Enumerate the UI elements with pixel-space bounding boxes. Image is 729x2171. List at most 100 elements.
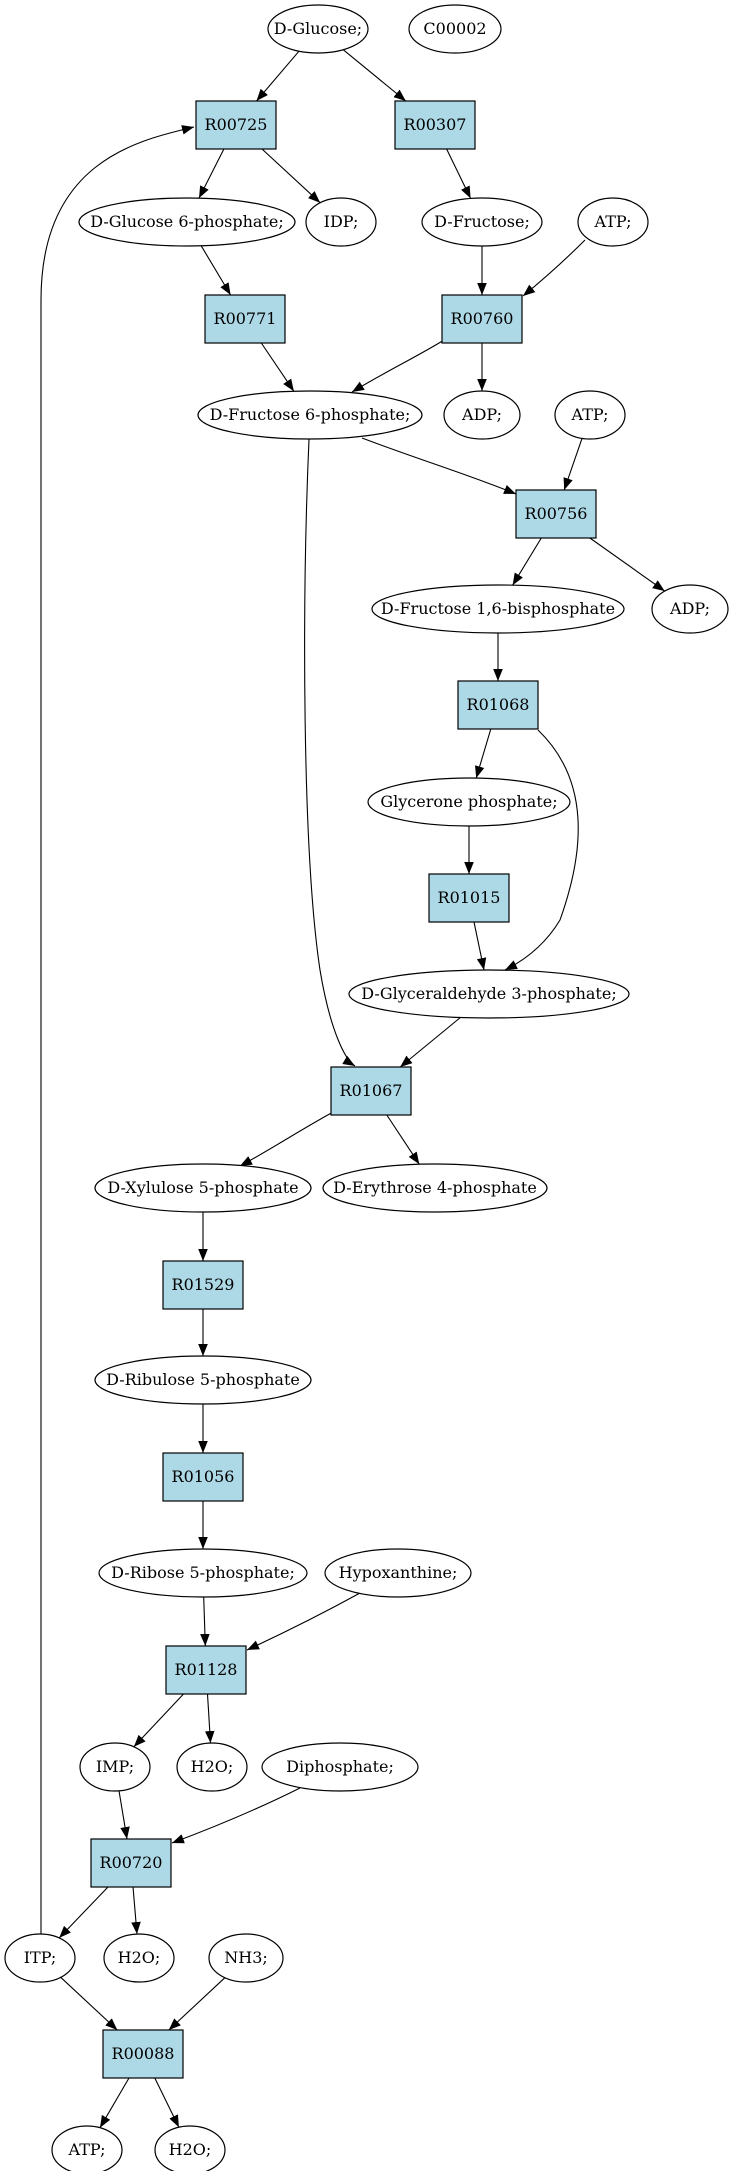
node-glycerone-p[interactable]: Glycerone phosphate; <box>367 777 571 827</box>
node-r00720[interactable]: R00720 <box>90 1838 172 1888</box>
node-idp[interactable]: IDP; <box>305 197 377 247</box>
reaction-box <box>102 2029 184 2079</box>
edge-nh3-to-r00088 <box>168 1977 226 2031</box>
node-d-erythrose-4p[interactable]: D-Erythrose 4-phosphate <box>322 1163 548 1213</box>
node-label: R00725 <box>205 115 268 134</box>
node-r00756[interactable]: R00756 <box>515 489 597 539</box>
node-r01068[interactable]: R01068 <box>457 680 539 730</box>
node-r00725[interactable]: R00725 <box>195 100 277 150</box>
edge-imp-to-r00720 <box>118 1790 130 1840</box>
node-adp-1[interactable]: ADP; <box>443 390 521 440</box>
node-label: R00088 <box>112 2044 175 2063</box>
node-r00771[interactable]: R00771 <box>204 294 286 344</box>
node-r00760[interactable]: R00760 <box>441 294 523 344</box>
edge-hypoxanthine-to-r01128 <box>246 1592 361 1651</box>
node-d-glucose-6p[interactable]: D-Glucose 6-phosphate; <box>78 197 296 247</box>
node-label: ITP; <box>24 1948 57 1967</box>
compound-ellipse <box>267 4 369 54</box>
node-label: R01015 <box>438 888 501 907</box>
node-nh3[interactable]: NH3; <box>208 1933 284 1983</box>
node-label: R00756 <box>525 504 588 523</box>
edge-r00771-to-d-fructose-6p <box>260 342 295 392</box>
node-d-xylulose-5p[interactable]: D-Xylulose 5-phosphate <box>94 1163 312 1213</box>
reaction-box <box>428 873 510 923</box>
node-r01015[interactable]: R01015 <box>428 873 510 923</box>
node-h2o-1[interactable]: H2O; <box>176 1742 248 1792</box>
node-label: D-Ribulose 5-phosphate <box>106 1370 300 1389</box>
node-d-fructose[interactable]: D-Fructose; <box>421 197 543 247</box>
compound-ellipse <box>651 584 729 634</box>
compound-ellipse <box>348 969 630 1019</box>
node-r01529[interactable]: R01529 <box>162 1260 244 1310</box>
node-d-ribulose-5p[interactable]: D-Ribulose 5-phosphate <box>94 1355 312 1405</box>
edge-r01128-to-h2o-1 <box>204 1693 215 1744</box>
node-hypoxanthine[interactable]: Hypoxanthine; <box>324 1548 472 1598</box>
reaction-box <box>515 489 597 539</box>
node-label: D-Xylulose 5-phosphate <box>107 1178 298 1197</box>
node-label: R01067 <box>340 1081 403 1100</box>
node-label: ATP; <box>68 2140 106 2159</box>
edge-d-ribose-5p-to-r01128 <box>200 1596 210 1647</box>
node-r01056[interactable]: R01056 <box>162 1452 244 1502</box>
edge-r00307-to-d-fructose <box>446 148 472 199</box>
node-c00002[interactable]: C00002 <box>408 4 502 54</box>
node-label: C00002 <box>423 19 486 38</box>
node-atp-2[interactable]: ATP; <box>554 390 626 440</box>
compound-ellipse <box>176 1742 248 1792</box>
node-d-fructose-6p[interactable]: D-Fructose 6-phosphate; <box>197 390 423 440</box>
node-r01128[interactable]: R01128 <box>165 1645 247 1695</box>
edge-r01068-to-glycerone-p <box>475 728 492 779</box>
compound-ellipse <box>324 1548 472 1598</box>
node-label: D-Fructose 6-phosphate; <box>210 405 411 424</box>
edge-r00720-to-h2o-2 <box>131 1886 141 1935</box>
node-r00088[interactable]: R00088 <box>102 2029 184 2079</box>
node-label: H2O; <box>169 2140 212 2159</box>
node-diphosphate[interactable]: Diphosphate; <box>261 1742 419 1792</box>
node-label: R00771 <box>214 309 277 328</box>
node-label: R01128 <box>175 1660 238 1679</box>
node-r01067[interactable]: R01067 <box>330 1066 412 1116</box>
compound-ellipse <box>577 197 649 247</box>
edge-itp-to-r00725 <box>40 125 195 1934</box>
compound-ellipse <box>197 390 423 440</box>
node-adp-2[interactable]: ADP; <box>651 584 729 634</box>
compound-ellipse <box>408 4 502 54</box>
compound-ellipse <box>4 1933 76 1983</box>
node-d-glyceraldehyde-3p[interactable]: D-Glyceraldehyde 3-phosphate; <box>348 969 630 1019</box>
compound-ellipse <box>322 1163 548 1213</box>
edge-r01015-to-d-glyceraldehyde-3p <box>473 921 487 971</box>
node-label: ATP; <box>571 405 609 424</box>
node-itp[interactable]: ITP; <box>4 1933 76 1983</box>
reaction-box <box>394 100 476 150</box>
edge-d-glucose-6p-to-r00771 <box>200 245 232 296</box>
node-d-ribose-5p[interactable]: D-Ribose 5-phosphate; <box>98 1548 308 1598</box>
node-label: R00720 <box>100 1853 163 1872</box>
node-label: IDP; <box>324 212 359 231</box>
node-label: D-Fructose 1,6-bisphosphate <box>381 599 615 618</box>
reaction-box <box>330 1066 412 1116</box>
compound-ellipse <box>371 584 625 634</box>
edge-r00720-to-itp <box>58 1886 109 1939</box>
compound-ellipse <box>443 390 521 440</box>
node-label: D-Glyceraldehyde 3-phosphate; <box>361 984 616 1003</box>
node-d-fructose-16bp[interactable]: D-Fructose 1,6-bisphosphate <box>371 584 625 634</box>
compound-ellipse <box>261 1742 419 1792</box>
node-atp-1[interactable]: ATP; <box>577 197 649 247</box>
edge-r01067-to-d-erythrose-4p <box>386 1114 420 1165</box>
compound-ellipse <box>367 777 571 827</box>
edge-r01128-to-imp <box>133 1693 184 1748</box>
node-label: R01068 <box>467 695 530 714</box>
node-r00307[interactable]: R00307 <box>394 100 476 150</box>
node-label: ADP; <box>461 405 502 424</box>
node-atp-3[interactable]: ATP; <box>51 2125 123 2171</box>
node-imp[interactable]: IMP; <box>79 1742 151 1792</box>
compound-ellipse <box>98 1548 308 1598</box>
compound-ellipse <box>51 2125 123 2171</box>
node-d-glucose[interactable]: D-Glucose; <box>267 4 369 54</box>
edge-r00725-to-idp <box>261 148 321 204</box>
compound-ellipse <box>94 1163 312 1213</box>
edge-r01067-to-d-xylulose-5p <box>239 1110 336 1167</box>
node-h2o-3[interactable]: H2O; <box>154 2125 226 2171</box>
node-h2o-2[interactable]: H2O; <box>103 1933 175 1983</box>
reaction-box <box>441 294 523 344</box>
